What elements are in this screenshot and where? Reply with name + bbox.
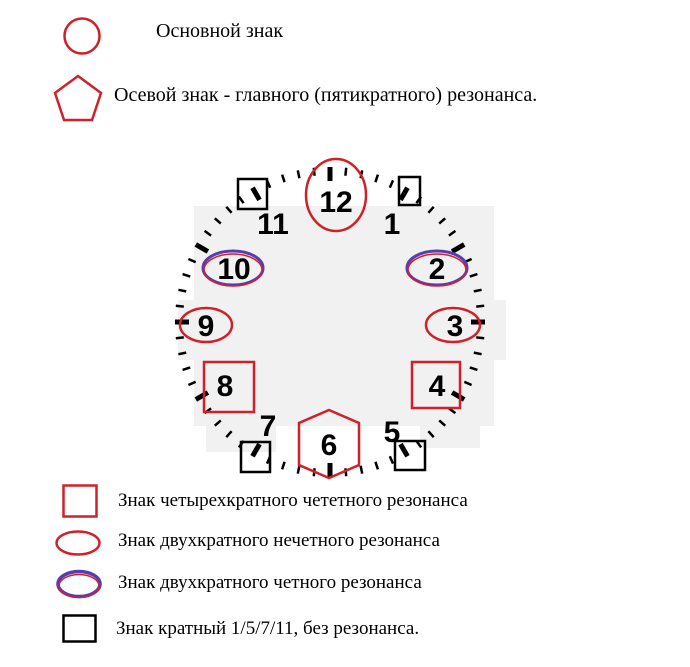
marker-8-red-square [202,360,256,414]
clock-minor-tick [178,351,187,356]
two-even-ellipse-icon [56,569,102,599]
marker-9-red-ellipse [178,306,234,344]
clock-minor-tick [182,366,191,372]
marker-4-red-square [410,360,462,410]
clock-major-tick [194,242,210,254]
clock-number-2: 2 [429,253,446,286]
clock-minor-tick [427,205,435,214]
clock-minor-tick [187,257,197,264]
axial-sign-pentagon-icon [53,74,103,122]
clock-minor-tick [448,229,457,237]
clock-number-10: 10 [217,253,250,286]
multiple-black-square-icon [62,614,97,643]
clock-minor-tick [178,288,187,293]
main-sign-circle-icon [63,17,101,55]
clock-markers [178,157,482,480]
clock-minor-tick [388,455,395,465]
clock-minor-tick [427,430,435,439]
clock-minor-tick [280,461,286,470]
clock-minor-tick [225,205,233,214]
clock-major-tick [250,186,262,202]
marker-2-blue-ellipse [405,249,469,287]
clock-minor-tick [175,336,184,340]
clock-number-9: 9 [198,310,215,343]
marker-1-black-square [397,175,422,207]
clock-minor-tick [296,170,301,179]
clock-number-12: 12 [319,186,352,219]
marker-10-blue-ellipse [201,249,265,287]
clock-minor-tick [438,419,447,427]
clock-number-7: 7 [260,410,277,443]
marker-5-black-square [393,439,427,472]
clock-minor-tick [476,304,485,308]
marker-2-red-ellipse [407,253,467,287]
clock-minor-tick [473,288,482,293]
clock-number-5: 5 [384,416,401,449]
clock-minor-tick [476,336,485,340]
clock-minor-tick [359,465,364,474]
clock-minor-tick [175,304,184,308]
clock-minor-tick [388,179,395,189]
marker-7-black-square [239,440,272,474]
clock-numbers: 12 1 2 3 4 5 6 7 8 9 10 11 [198,186,464,462]
legend-multiple-label: Знак кратный 1/5/7/11, без резонанса. [116,618,420,639]
clock-number-1: 1 [384,208,401,241]
clock-number-3: 3 [447,310,464,343]
legend-main-sign-label: Основной знак [156,20,284,42]
clock-minor-tick [203,229,212,237]
clock-number-11: 11 [257,208,289,241]
clock-minor-tick [463,380,473,387]
clock-minor-tick [374,174,380,183]
clock-minor-tick [374,461,380,470]
marker-10-red-ellipse [203,253,263,287]
legend-two-odd-label: Знак двухкратного нечетного резонанса [118,530,440,551]
marker-3-red-ellipse [424,306,482,344]
clock-major-tick [398,186,410,202]
legend-axial-sign-label: Осевой знак - главного (пятикратного) ре… [114,84,538,106]
clock-minor-tick [473,351,482,356]
clock-minor-tick [213,217,222,225]
marker-12-red-ellipse [304,157,368,233]
clock-minor-tick [469,272,478,278]
clock-major-tick [194,390,210,402]
clock-number-4: 4 [429,370,446,403]
clock-minor-tick [237,195,245,204]
clock-number-8: 8 [217,370,234,403]
clock-minor-tick [296,465,301,474]
two-odd-ellipse-icon [55,530,101,556]
clock-minor-tick [225,430,233,439]
marker-6-red-hexagon [297,408,361,480]
clock-minor-tick [344,167,348,176]
clock-major-tick [450,390,466,402]
four-even-square-icon [62,484,98,518]
clock-minor-tick [182,272,191,278]
legend-four-even-label: Знак четырехкратного чететного резонанса [118,490,468,511]
clock-major-tick [450,242,466,254]
clock-minor-tick [438,217,447,225]
marker-11-black-square [236,177,269,211]
clock-major-tick [398,442,410,458]
clock-number-6: 6 [321,429,338,462]
clock-minor-tick [187,380,197,387]
clock-minor-tick [280,174,286,183]
clock-minor-tick [213,419,222,427]
clock-minor-tick [469,366,478,372]
legend-two-even-label: Знак двухкратного четного резонанса [118,572,422,593]
clock-major-tick [250,442,262,458]
